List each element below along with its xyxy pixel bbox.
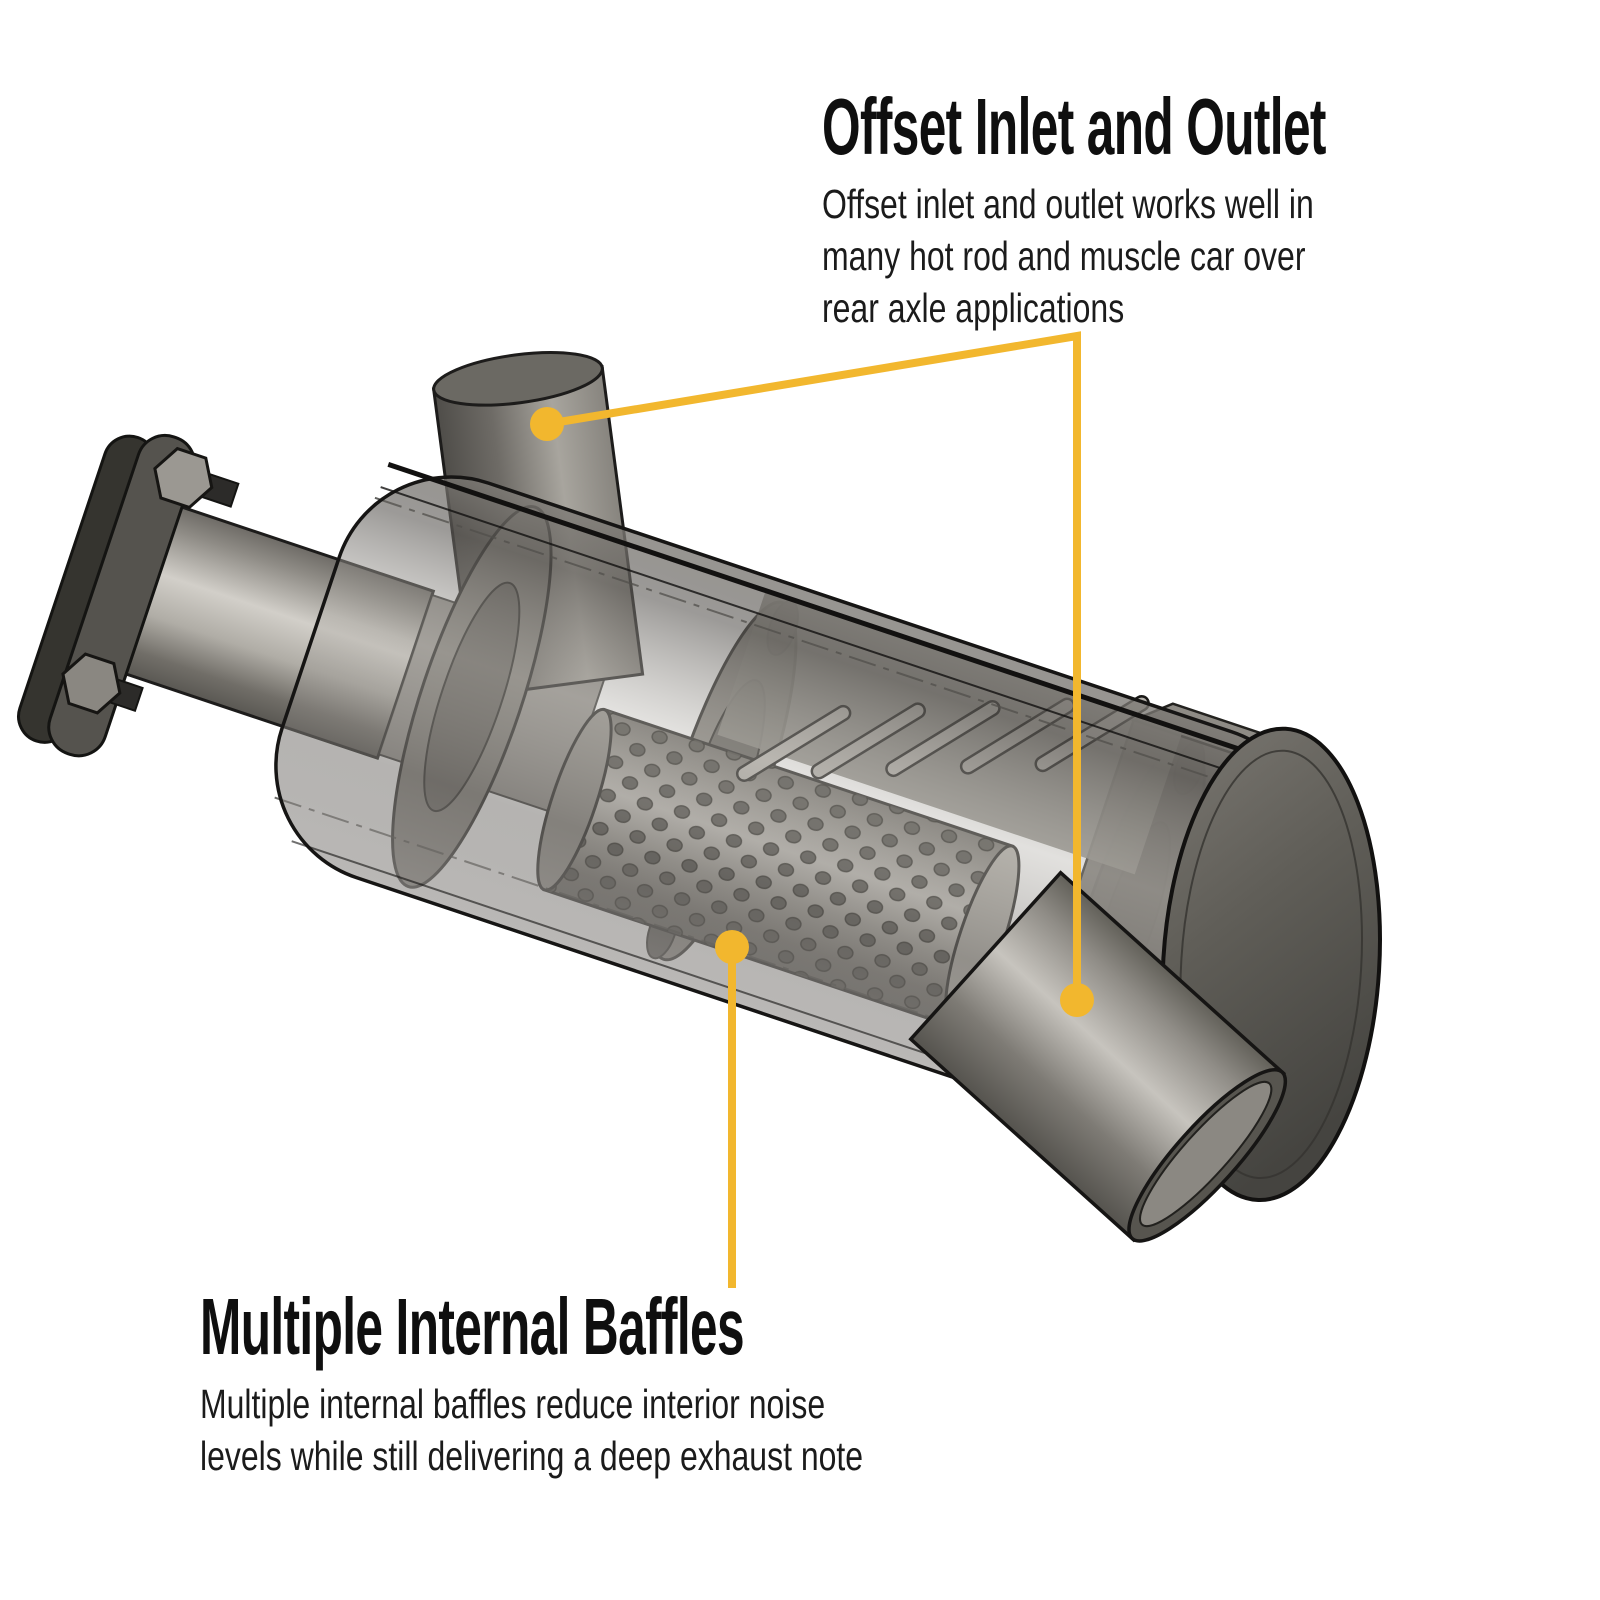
inlet-flange <box>17 433 240 758</box>
flange-bolt-bottom <box>61 652 144 715</box>
shell-top-seam <box>387 461 1336 784</box>
callout-title: Multiple Internal Baffles <box>200 1282 745 1371</box>
callout-body-line: Multiple internal baffles reduce interio… <box>200 1381 826 1427</box>
callout-offset-inlet-outlet: Offset Inlet and Outlet Offset inlet and… <box>822 82 1600 334</box>
callout-body: Offset inlet and outlet works well in ma… <box>822 178 1456 334</box>
muffler-body-group <box>17 351 1382 1203</box>
callout-body: Multiple internal baffles reduce interio… <box>200 1378 884 1482</box>
shell-top-seam-inner <box>380 486 1328 805</box>
outlet-pipe <box>908 870 1288 1243</box>
callout-title: Offset Inlet and Outlet <box>822 82 1326 171</box>
callout-body-line: rear axle applications <box>822 285 1125 331</box>
callout-body-line: levels while still delivering a deep exh… <box>200 1433 864 1479</box>
outlet-pipe-bore <box>1139 1080 1273 1228</box>
end-cap-rim <box>1179 749 1364 1180</box>
outlet-callout-dot <box>1060 983 1094 1017</box>
callout-body-line: many hot rod and muscle car over <box>822 233 1306 279</box>
callout-multiple-internal-baffles: Multiple Internal Baffles Multiple inter… <box>200 1282 1077 1482</box>
offset-inlet-stub-rim <box>432 351 604 407</box>
callout-leaders <box>530 331 1094 1288</box>
inlet-callout-dot <box>530 407 564 441</box>
baffle-callout-dot <box>715 930 749 964</box>
offset-leader-line <box>546 331 1081 1000</box>
flange-bolt-top <box>153 446 240 510</box>
callout-body-line: Offset inlet and outlet works well in <box>822 181 1314 227</box>
